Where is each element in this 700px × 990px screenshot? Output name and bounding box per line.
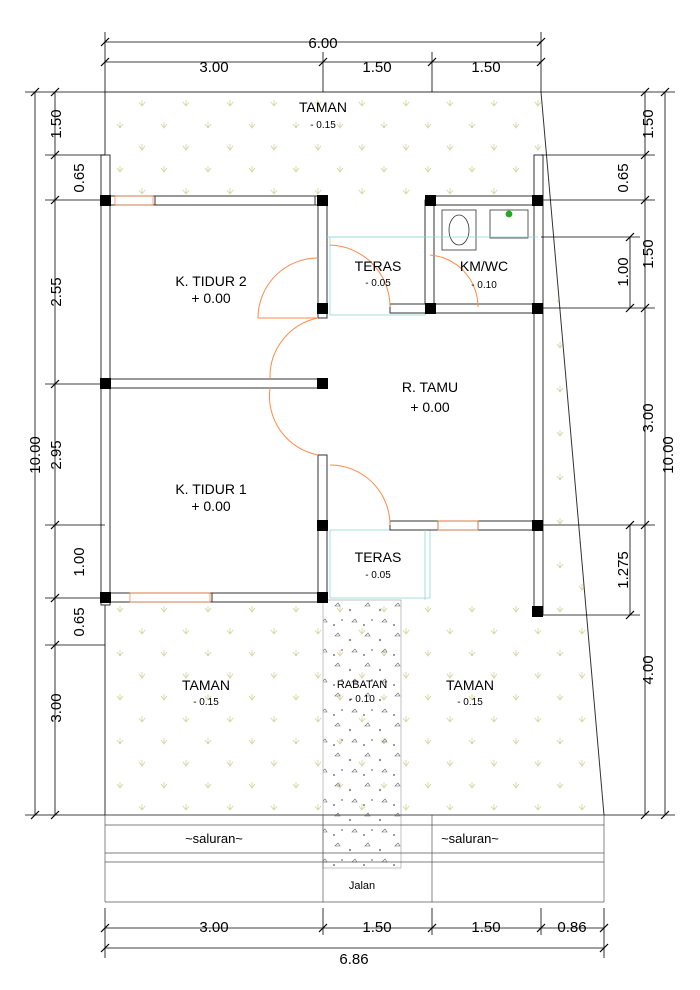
doors	[257, 244, 479, 526]
toilet-fixture	[441, 209, 529, 251]
level-taman-right: - 0.15	[457, 697, 483, 708]
dim-right-f: 1.275	[615, 551, 632, 589]
dim-bottom-seg2: 1.50	[362, 919, 391, 936]
label-teras-bottom: TERAS	[355, 549, 402, 565]
level-k-tidur-1: + 0.00	[191, 498, 231, 514]
label-teras-top: TERAS	[355, 258, 402, 274]
level-teras-top: - 0.05	[365, 278, 391, 289]
label-km-wc: KM/WC	[460, 258, 508, 274]
tick-marks	[30, 37, 670, 953]
dim-left-c: 2.55	[48, 277, 65, 306]
dim-bottom-seg4: 0.86	[557, 919, 586, 936]
label-k-tidur-2: K. TIDUR 2	[175, 273, 247, 289]
dim-right-a: 1.50	[640, 109, 657, 138]
label-saluran-left: ~saluran~	[185, 831, 243, 846]
dim-left-a: 1.50	[48, 109, 65, 138]
level-teras-bottom: - 0.05	[365, 570, 391, 581]
dim-left-g: 3.00	[48, 693, 65, 722]
dim-right-c: 1.50	[640, 239, 657, 268]
label-rabatan: RABATAN	[337, 679, 387, 691]
level-taman-top: - 0.15	[310, 120, 336, 131]
label-saluran-right: ~saluran~	[441, 831, 499, 846]
dim-right-total: 10.00	[660, 436, 677, 474]
label-taman-right: TAMAN	[446, 677, 494, 693]
columns	[100, 195, 543, 617]
dim-left-f: 0.65	[71, 607, 88, 636]
windows	[114, 195, 479, 603]
dim-left-total: 10.00	[27, 436, 44, 474]
walls	[100, 154, 544, 616]
level-r-tamu: + 0.00	[410, 399, 450, 415]
dim-bottom-seg3: 1.50	[471, 919, 500, 936]
level-taman-left: - 0.15	[193, 697, 219, 708]
level-k-tidur-2: + 0.00	[191, 290, 231, 306]
dimension-lines	[25, 32, 675, 958]
dim-top-seg2: 1.50	[362, 59, 391, 76]
glass-lines	[327, 236, 538, 600]
dim-left-e: 1.00	[71, 547, 88, 576]
dim-right-b: 0.65	[615, 163, 632, 192]
dim-bottom-total: 6.86	[339, 951, 368, 968]
dim-left-d: 2.95	[48, 440, 65, 469]
label-k-tidur-1: K. TIDUR 1	[175, 481, 247, 497]
dim-top-seg3: 1.50	[471, 59, 500, 76]
label-taman-top: TAMAN	[299, 99, 347, 115]
dim-right-d: 1.00	[615, 257, 632, 286]
dim-left-b: 0.65	[71, 163, 88, 192]
rabatan-strip	[322, 599, 402, 869]
label-r-tamu: R. TAMU	[402, 379, 458, 395]
level-km-wc: - 0.10	[471, 280, 497, 291]
label-jalan: Jalan	[349, 880, 375, 892]
dim-bottom-seg1: 3.00	[199, 919, 228, 936]
street-area	[104, 814, 605, 903]
dim-right-g: 4.00	[640, 655, 657, 684]
dim-top-seg1: 3.00	[199, 59, 228, 76]
dim-right-e: 3.00	[640, 403, 657, 432]
label-taman-left: TAMAN	[182, 677, 230, 693]
teras-bottom-area	[329, 529, 431, 599]
level-rabatan: - 0.10	[349, 694, 375, 705]
dim-top-total: 6.00	[308, 35, 337, 52]
